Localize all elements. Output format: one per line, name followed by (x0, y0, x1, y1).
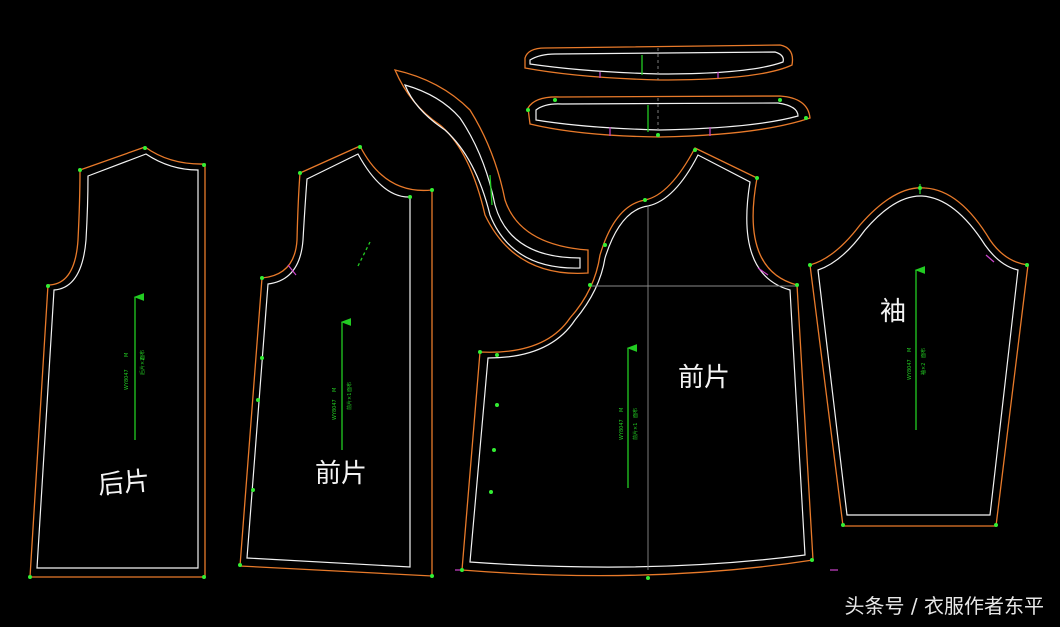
svg-text:WY8047: WY8047 (619, 419, 625, 440)
svg-text:WY8047: WY8047 (907, 359, 913, 380)
svg-text:M: M (124, 353, 130, 357)
svg-text:面布: 面布 (346, 382, 353, 392)
svg-text:面布: 面布 (632, 408, 639, 418)
svg-text:M: M (332, 388, 338, 392)
front-piece-left[interactable]: 前片 WY8047 M 前片×1 面布 (238, 145, 434, 578)
piece-label: 后片 (97, 466, 151, 500)
back-piece[interactable]: 后片 WY8047 M 后片×2 面布 (28, 146, 206, 579)
svg-text:面布: 面布 (139, 350, 146, 360)
neck-facing-piece[interactable] (393, 69, 589, 275)
watermark: 头条号 / 衣服作者东平 (844, 594, 1044, 618)
piece-label: 前片 (678, 363, 730, 393)
svg-text:面布: 面布 (920, 348, 927, 358)
svg-text:M: M (619, 408, 625, 412)
piece-label: 前片 (315, 459, 367, 489)
svg-text:WY8047: WY8047 (124, 369, 130, 390)
svg-text:M: M (907, 348, 913, 352)
collar-top[interactable] (524, 44, 794, 81)
svg-text:袖×2: 袖×2 (920, 363, 927, 375)
sleeve-piece[interactable]: 袖 WY8047 M 袖×2 面布 (808, 184, 1029, 527)
svg-text:前片×1: 前片×1 (632, 423, 639, 440)
svg-text:前片×1: 前片×1 (346, 393, 353, 410)
piece-label: 袖 (880, 297, 906, 327)
svg-text:后片×2: 后片×2 (139, 358, 146, 375)
collar-bottom[interactable] (526, 95, 811, 138)
svg-text:WY8047: WY8047 (332, 399, 338, 420)
front-piece-large[interactable]: 前片 WY8047 M 前片×1 面布 (455, 147, 838, 580)
